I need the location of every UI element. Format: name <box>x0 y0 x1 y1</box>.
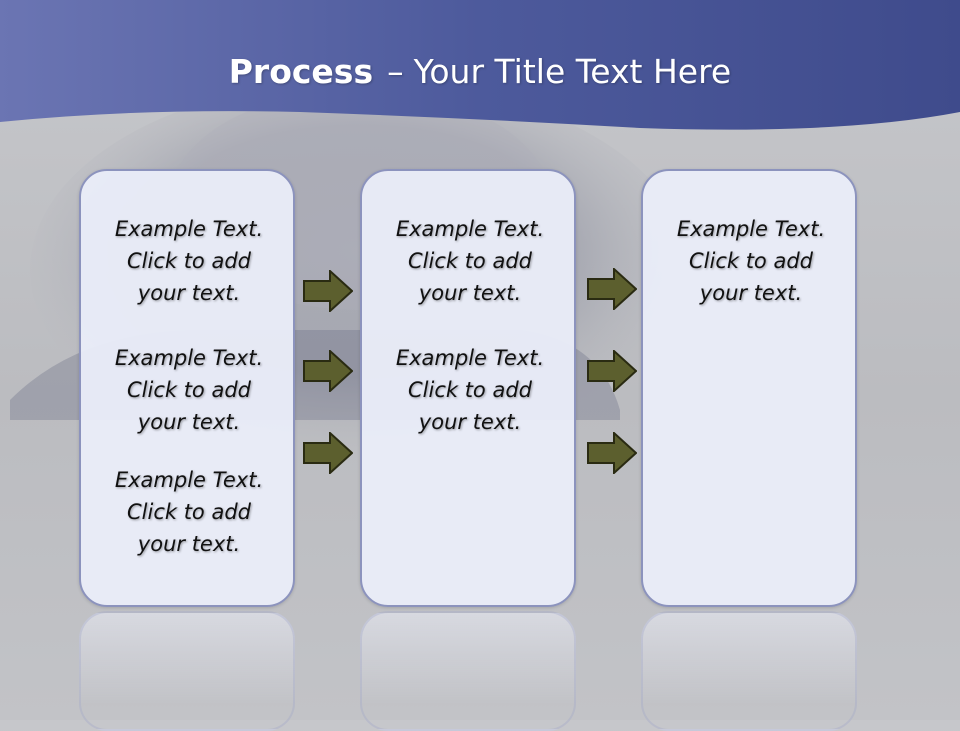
text-line: Click to add <box>407 378 532 402</box>
text-block[interactable]: Example Text. Click to add your text. <box>362 213 578 309</box>
header-band <box>0 0 960 130</box>
text-block[interactable]: Example Text. Click to add your text. <box>362 342 578 438</box>
right-arrow-icon <box>587 350 637 392</box>
text-line: Example Text. <box>676 217 826 241</box>
text-line: Click to add <box>407 249 532 273</box>
text-line: Example Text. <box>395 217 545 241</box>
text-line: your text. <box>137 281 241 305</box>
text-line: your text. <box>137 410 241 434</box>
text-block[interactable]: Example Text. Click to add your text. <box>81 213 297 309</box>
right-arrow-icon <box>303 270 353 312</box>
right-arrow-icon <box>303 350 353 392</box>
text-line: Click to add <box>126 500 251 524</box>
text-line: Example Text. <box>114 217 264 241</box>
process-panel-3[interactable]: Example Text. Click to add your text. <box>641 169 857 607</box>
panel-reflection-2 <box>360 611 576 731</box>
title-strong: Process <box>228 52 374 91</box>
process-panel-1[interactable]: Example Text. Click to add your text. Ex… <box>79 169 295 607</box>
process-panel-2[interactable]: Example Text. Click to add your text. Ex… <box>360 169 576 607</box>
text-block[interactable]: Example Text. Click to add your text. <box>643 213 859 309</box>
panel-reflection-3 <box>641 611 857 731</box>
text-line: Example Text. <box>114 468 264 492</box>
right-arrow-icon <box>303 432 353 474</box>
panel-reflection-1 <box>79 611 295 731</box>
right-arrow-icon <box>587 268 637 310</box>
text-line: Example Text. <box>395 346 545 370</box>
text-line: Example Text. <box>114 346 264 370</box>
text-line: your text. <box>699 281 803 305</box>
text-line: Click to add <box>126 249 251 273</box>
text-line: your text. <box>418 281 522 305</box>
text-line: Click to add <box>126 378 251 402</box>
text-block[interactable]: Example Text. Click to add your text. <box>81 464 297 560</box>
text-line: your text. <box>137 532 241 556</box>
title-rest: Your Title Text Here <box>413 52 732 91</box>
text-line: Click to add <box>688 249 813 273</box>
text-line: your text. <box>418 410 522 434</box>
right-arrow-icon <box>587 432 637 474</box>
text-block[interactable]: Example Text. Click to add your text. <box>81 342 297 438</box>
slide-title[interactable]: Process–Your Title Text Here <box>0 52 960 91</box>
title-dash: – <box>387 52 404 91</box>
